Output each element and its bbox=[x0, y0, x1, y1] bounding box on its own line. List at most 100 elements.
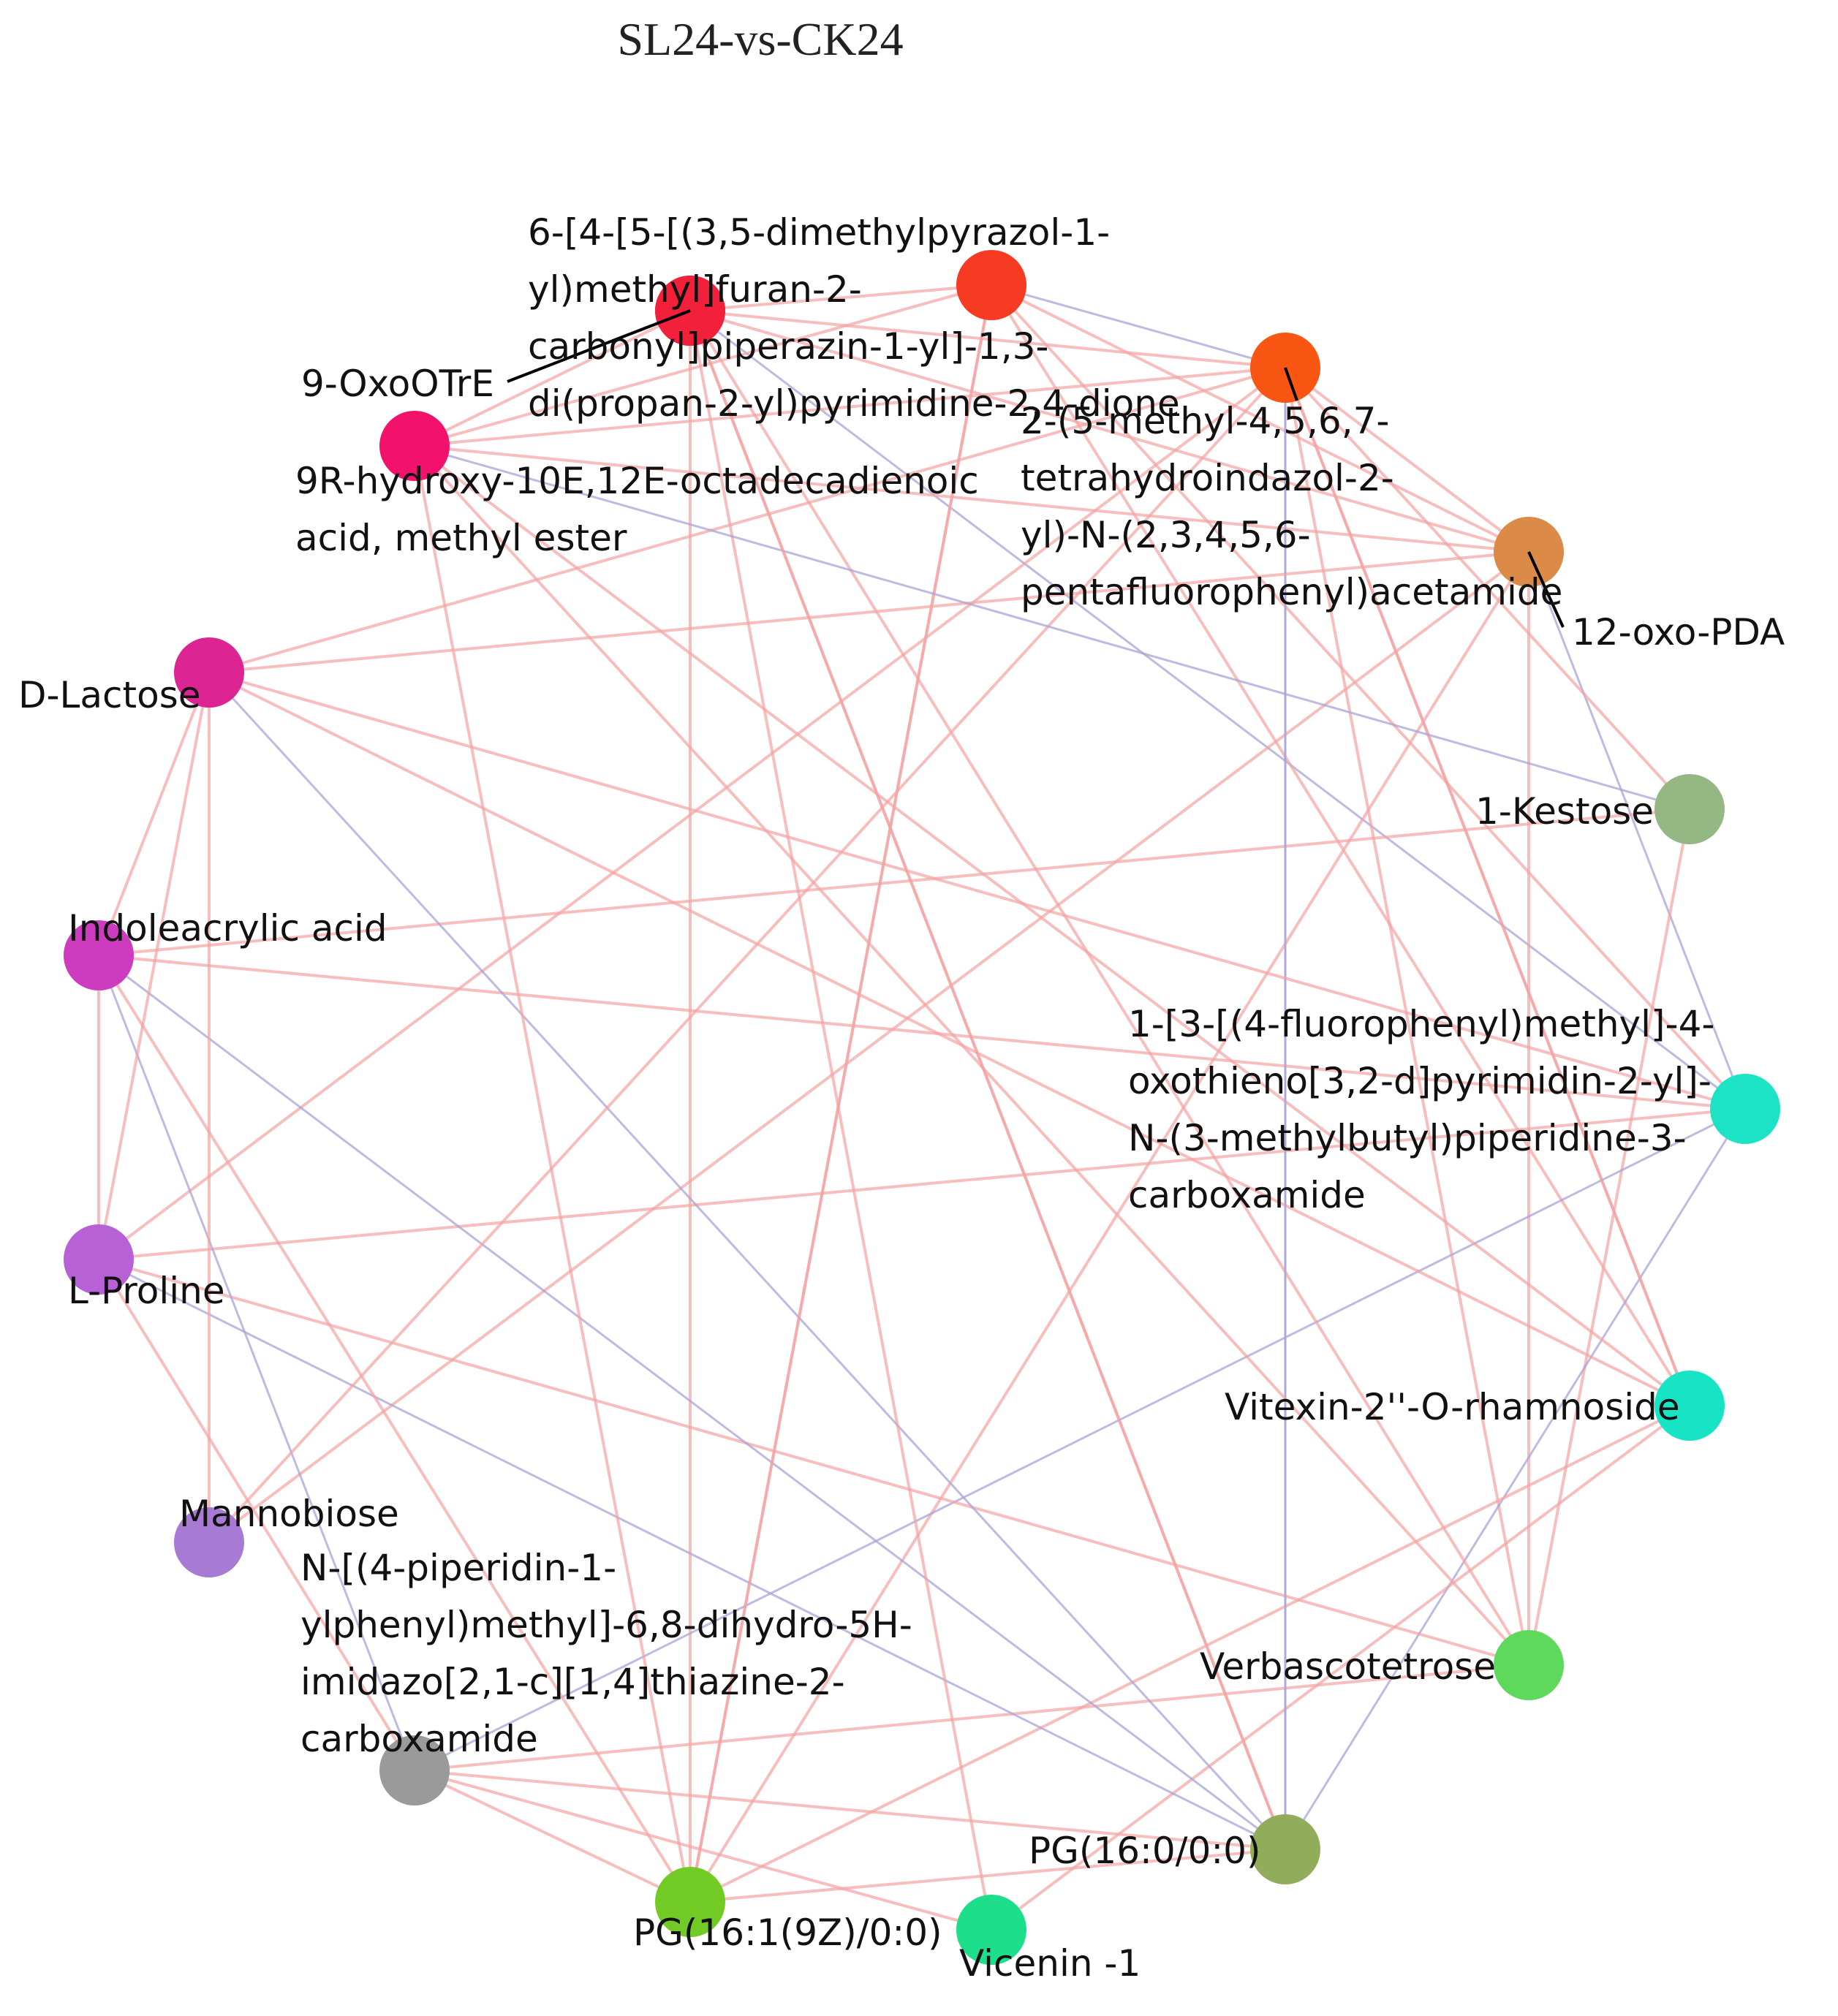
leader-line-layer bbox=[507, 309, 1565, 628]
edge-n4-n17 bbox=[414, 444, 1529, 553]
edge-n9-n15 bbox=[98, 954, 1286, 1851]
node-label-line: N-(3-methylbutyl)piperidine-3- bbox=[1128, 1117, 1687, 1159]
edge-n1-n4 bbox=[689, 309, 1529, 553]
node-n8[interactable] bbox=[1494, 1630, 1564, 1700]
leader-9-oxootre bbox=[507, 309, 691, 383]
node-n13[interactable] bbox=[174, 1507, 244, 1577]
node-label-line: imidazo[2,1-c][1,4]thiazine-2- bbox=[300, 1661, 845, 1703]
node-n6[interactable] bbox=[1710, 1074, 1780, 1144]
node-label-line: 9R-hydroxy-10E,12E-octadecadienoic bbox=[295, 460, 979, 502]
edge-n11-n9 bbox=[689, 1848, 1286, 1903]
node-n14[interactable] bbox=[64, 1224, 134, 1295]
node-label-line: Mannobiose bbox=[179, 1493, 399, 1535]
node-label-n12: N-[(4-piperidin-1- ylphenyl)methyl]-6,8-d… bbox=[300, 1547, 912, 1760]
node-n7[interactable] bbox=[1654, 1371, 1725, 1441]
node-label-line: L-Proline bbox=[68, 1270, 225, 1312]
node-label-line: 2-(5-methyl-4,5,6,7- bbox=[1021, 400, 1389, 442]
edge-n5-n15 bbox=[98, 808, 1690, 957]
node-label-n4: 12-oxo-PDA bbox=[1572, 611, 1785, 653]
edge-n1-n17 bbox=[414, 309, 691, 447]
edge-n12-n15 bbox=[97, 955, 416, 1771]
node-label-line: 9-OxoOTrE bbox=[301, 363, 494, 405]
edge-n7-n3 bbox=[1284, 367, 1691, 1406]
node-label-n14: L-Proline bbox=[68, 1270, 225, 1312]
edge-n8-n1 bbox=[689, 309, 1530, 1667]
node-label-line: ylphenyl)methyl]-6,8-dihydro-5H- bbox=[300, 1604, 912, 1646]
node-label-line: Indoleacrylic acid bbox=[68, 907, 387, 950]
node-label-n16: D-Lactose bbox=[18, 674, 201, 716]
node-n5[interactable] bbox=[1654, 774, 1725, 844]
edge-n6-n9 bbox=[1284, 1108, 1747, 1850]
leader-tetrahydroindazol bbox=[1284, 367, 1298, 401]
node-label-line: carboxamide bbox=[1128, 1174, 1366, 1216]
node-label-line: yl)-N-(2,3,4,5,6- bbox=[1021, 514, 1311, 556]
edge-n3-n14 bbox=[97, 366, 1287, 1261]
edge-n1-n2 bbox=[689, 284, 992, 312]
node-n16[interactable] bbox=[174, 637, 244, 708]
node-label-n18: 9-OxoOTrE bbox=[301, 363, 494, 405]
node-n17[interactable] bbox=[379, 411, 450, 481]
node-label-n9: PG(16:0/0:0) bbox=[1029, 1830, 1261, 1872]
edge-n6-n14 bbox=[98, 1107, 1746, 1261]
node-label-line: tetrahydroindazol-2- bbox=[1021, 457, 1394, 499]
node-label-line: 12-oxo-PDA bbox=[1572, 611, 1785, 653]
node-label-n10: Vicenin -1 bbox=[959, 1942, 1141, 1985]
edge-n4-n13 bbox=[208, 550, 1530, 1544]
edge-n9-n14 bbox=[98, 1258, 1286, 1851]
edge-layer bbox=[97, 284, 1747, 1931]
node-label-n8: Verbascotetrose bbox=[1200, 1645, 1496, 1688]
edge-n2-n7 bbox=[990, 284, 1691, 1407]
leader-12-oxo-pda bbox=[1527, 551, 1565, 628]
node-label-line: acid, methyl ester bbox=[295, 517, 627, 559]
node-label-line: 6-[4-[5-[(3,5-dimethylpyrazol-1- bbox=[528, 211, 1110, 254]
node-layer bbox=[64, 250, 1780, 1965]
node-label-line: 1-[3-[(4-fluorophenyl)methyl]-4- bbox=[1128, 1003, 1714, 1045]
edge-n9-n16 bbox=[208, 671, 1287, 1851]
node-label-line: carboxamide bbox=[300, 1718, 538, 1760]
edge-n6-n15 bbox=[98, 954, 1746, 1110]
edge-n17-n8 bbox=[413, 444, 1530, 1667]
edge-n16-n6 bbox=[208, 671, 1746, 1110]
node-label-n6: 1-[3-[(4-fluorophenyl)methyl]-4- oxothien… bbox=[1128, 1003, 1714, 1216]
edge-n12-n14 bbox=[97, 1258, 416, 1772]
node-label-n1: 6-[4-[5-[(3,5-dimethylpyrazol-1-yl)methy… bbox=[528, 211, 1180, 425]
edge-n15-n16 bbox=[97, 672, 211, 956]
node-n10[interactable] bbox=[956, 1895, 1026, 1965]
node-n12[interactable] bbox=[379, 1735, 450, 1805]
edge-n18-n9 bbox=[689, 310, 1287, 1850]
node-label-line: PG(16:0/0:0) bbox=[1029, 1830, 1261, 1872]
edge-n11-n17 bbox=[413, 445, 692, 1903]
node-label-line: PG(16:1(9Z)/0:0) bbox=[633, 1911, 942, 1954]
edge-n11-n2 bbox=[689, 284, 993, 1903]
edge-n8-n12 bbox=[414, 1664, 1529, 1772]
node-label-line: 1-Kestose bbox=[1475, 790, 1654, 833]
label-layer: 6-[4-[5-[(3,5-dimethylpyrazol-1-yl)methy… bbox=[18, 211, 1785, 1985]
node-label-line: N-[(4-piperidin-1- bbox=[300, 1547, 616, 1589]
edge-n5-n8 bbox=[1527, 808, 1691, 1666]
edge-n3-n4 bbox=[1284, 366, 1530, 553]
node-label-line: Vitexin-2''-O-rhamnoside bbox=[1225, 1386, 1680, 1428]
node-n15[interactable] bbox=[64, 920, 134, 990]
edge-n13-n3 bbox=[208, 366, 1287, 1544]
node-label-line: D-Lactose bbox=[18, 674, 201, 716]
edge-n3-n17 bbox=[414, 366, 1286, 447]
node-label-n7: Vitexin-2''-O-rhamnoside bbox=[1225, 1386, 1680, 1428]
diagram-title: SL24-vs-CK24 bbox=[617, 13, 903, 65]
node-n11[interactable] bbox=[655, 1867, 725, 1937]
edge-n7-n10 bbox=[990, 1404, 1691, 1931]
edge-n2-n17 bbox=[414, 284, 992, 447]
node-label-n15: Indoleacrylic acid bbox=[68, 907, 387, 950]
edge-n7-n17 bbox=[413, 444, 1691, 1407]
edge-n5-n3 bbox=[1284, 366, 1691, 811]
edge-n7-n11 bbox=[689, 1404, 1690, 1903]
node-n2[interactable] bbox=[956, 250, 1026, 320]
node-label-line: carbonyl]piperazin-1-yl]-1,3- bbox=[528, 325, 1048, 368]
node-label-line: oxothieno[3,2-d]pyrimidin-2-yl]- bbox=[1128, 1060, 1712, 1102]
node-label-line: pentafluorophenyl)acetamide bbox=[1021, 571, 1562, 613]
edge-n3-n8 bbox=[1284, 367, 1530, 1666]
node-label-line: Vicenin -1 bbox=[959, 1942, 1141, 1985]
node-n9[interactable] bbox=[1250, 1814, 1320, 1884]
node-label-n11: PG(16:1(9Z)/0:0) bbox=[633, 1911, 942, 1954]
edge-n6-n2 bbox=[990, 284, 1747, 1110]
